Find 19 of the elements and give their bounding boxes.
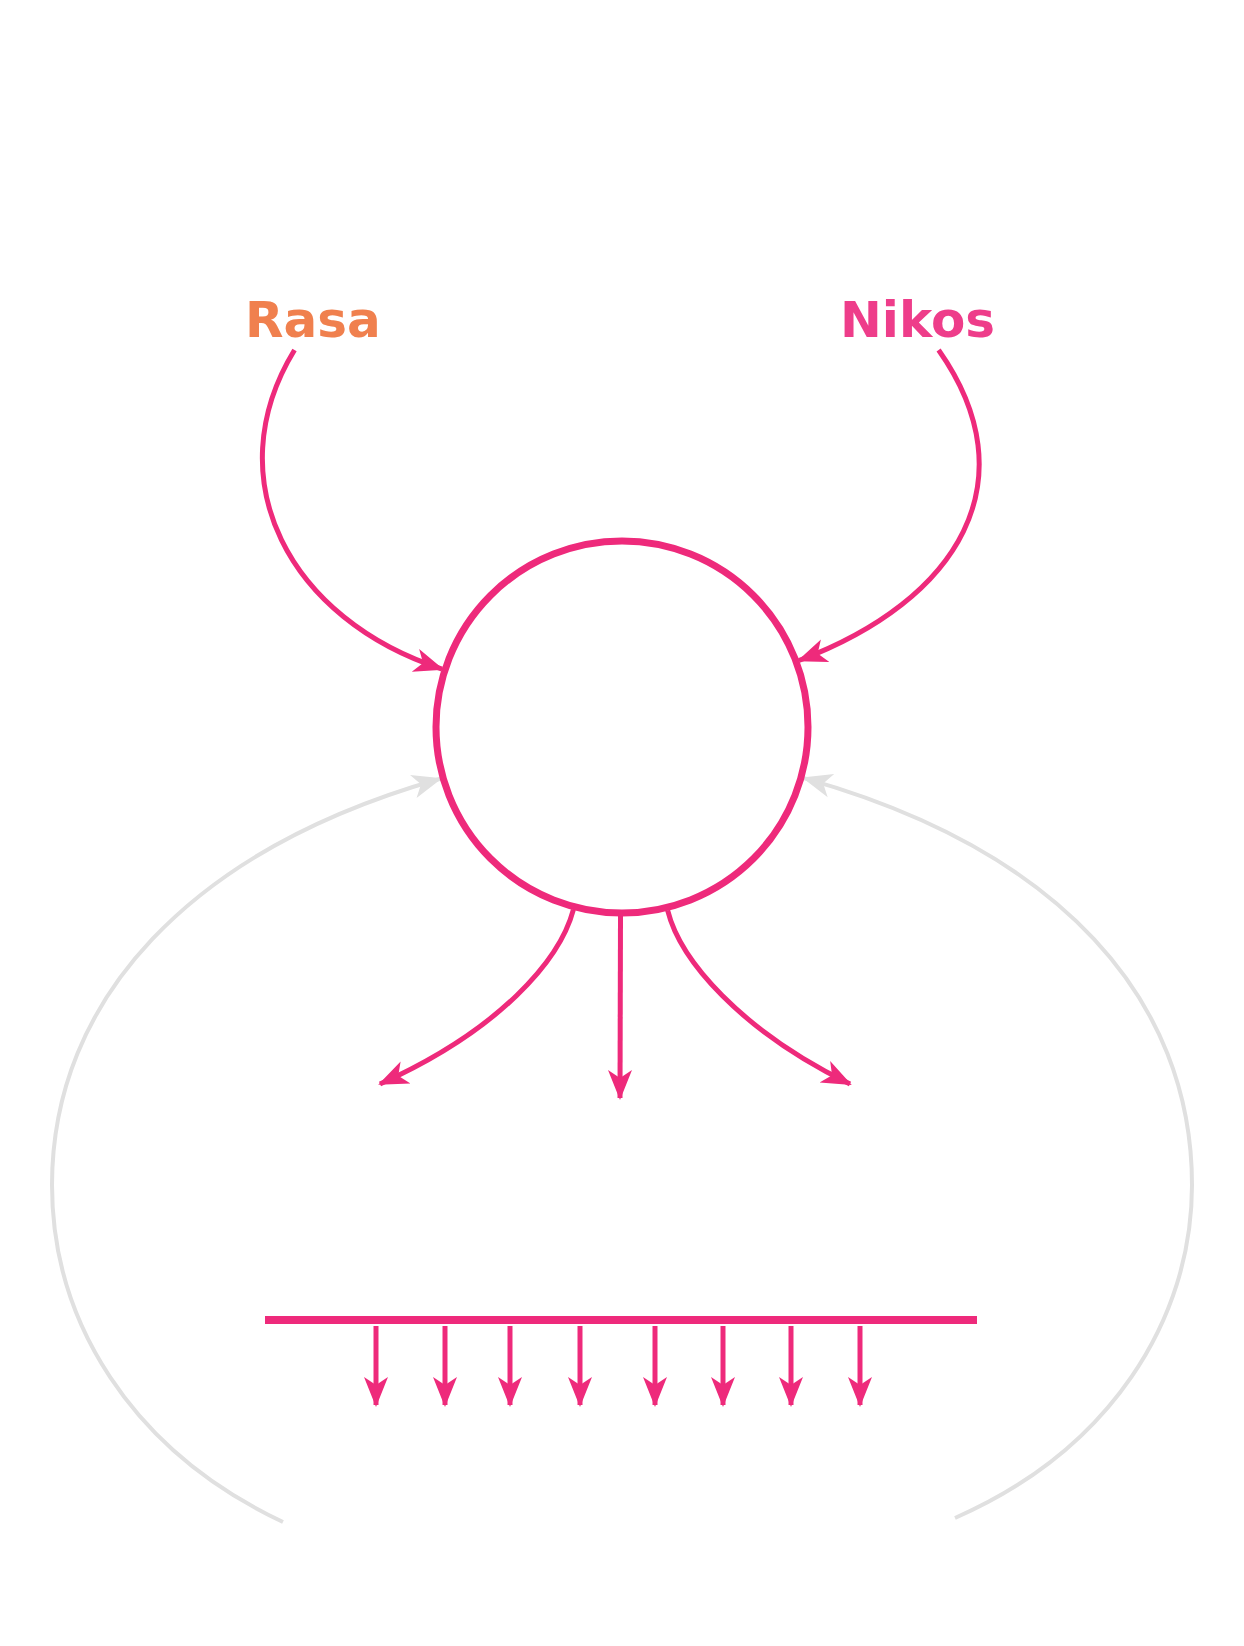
- arrow: [568, 1326, 592, 1407]
- arrow: [802, 775, 1194, 1520]
- horizontal-bar: [265, 1316, 977, 1324]
- arrow: [848, 1326, 872, 1407]
- arrow: [608, 915, 632, 1100]
- arrow: [378, 908, 576, 1087]
- arrow: [260, 348, 444, 672]
- arrow: [364, 1326, 388, 1407]
- arrow: [711, 1326, 735, 1407]
- arrow: [797, 348, 982, 663]
- arrow: [665, 909, 852, 1087]
- name-label: Nikos: [840, 290, 995, 350]
- arrow: [643, 1326, 667, 1407]
- arrow: [779, 1326, 803, 1407]
- arrow: [433, 1326, 457, 1407]
- name-label: Rasa: [245, 290, 381, 350]
- arrow: [498, 1326, 522, 1407]
- arrow: [50, 775, 443, 1524]
- circle-node: [432, 537, 812, 917]
